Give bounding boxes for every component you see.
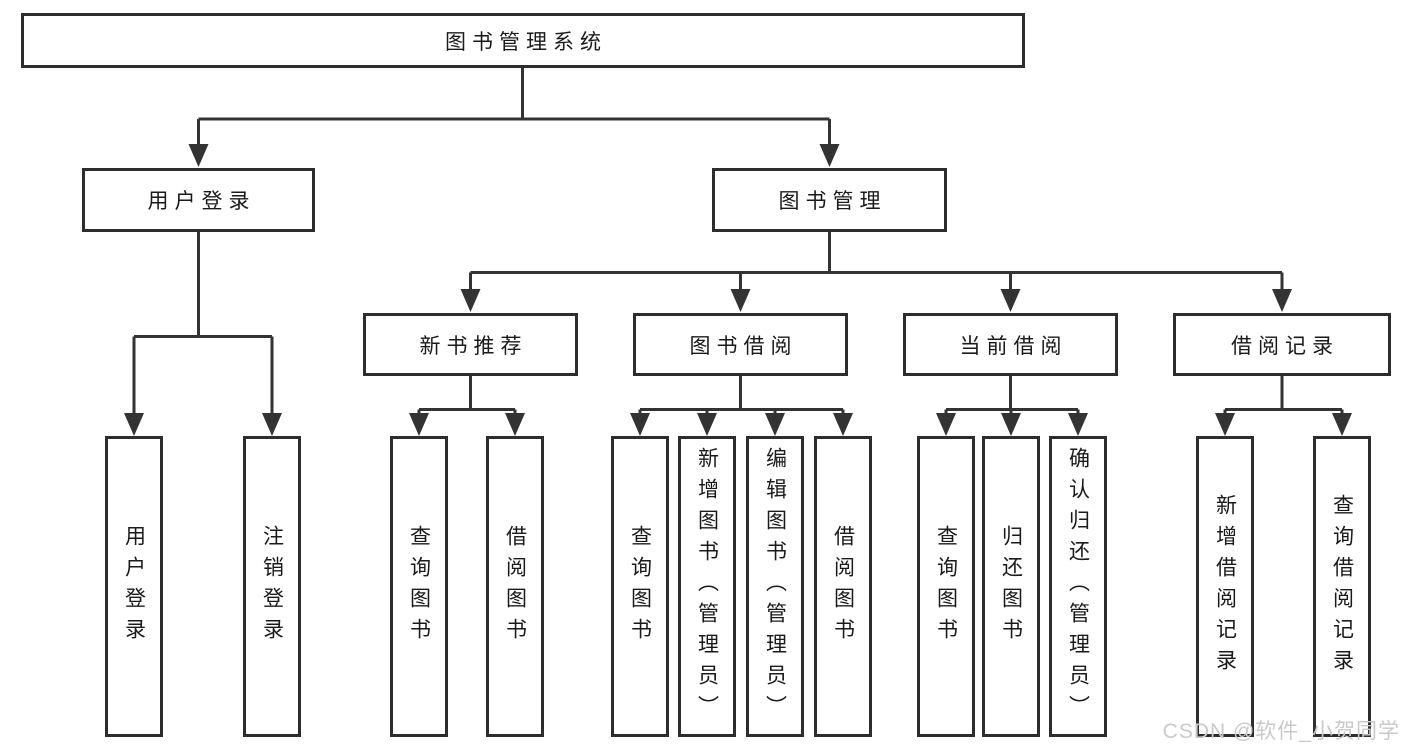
node-borrowing-records: 借阅记录: [1173, 313, 1391, 376]
node-user-login: 用户登录: [82, 168, 315, 232]
connector-new-book-children: [409, 376, 525, 436]
node-query-books-3: 查询图书: [917, 436, 975, 737]
node-book-management: 图书管理: [712, 168, 947, 232]
connector-book-management-to-level3: [460, 232, 1292, 312]
connector-root-to-level2: [188, 68, 840, 167]
connector-user-login-children: [124, 232, 282, 436]
connector-borrowing-records-children: [1215, 376, 1352, 436]
csdn-watermark: CSDN @软件_小贺同学: [1162, 720, 1400, 743]
node-add-borrow-record: 新增借阅记录: [1196, 436, 1254, 737]
node-new-book-recommend: 新书推荐: [363, 313, 578, 376]
node-query-borrow-record: 查询借阅记录: [1313, 436, 1371, 737]
node-book-borrowing: 图书借阅: [633, 313, 848, 376]
node-borrow-books-2: 借阅图书: [814, 436, 872, 737]
node-edit-book-admin: 编辑图书（管理员）: [746, 436, 804, 737]
node-return-book: 归还图书: [982, 436, 1040, 737]
connector-book-borrowing-children: [630, 376, 853, 436]
node-query-books-1: 查询图书: [390, 436, 448, 737]
node-borrow-books-1: 借阅图书: [486, 436, 544, 737]
node-add-book-admin: 新增图书（管理员）: [678, 436, 736, 737]
node-confirm-return-admin: 确认归还（管理员）: [1049, 436, 1107, 737]
connector-current-borrowing-children: [936, 376, 1088, 436]
node-user-login-leaf: 用户登录: [105, 436, 163, 737]
node-library-management-system: 图书管理系统: [21, 13, 1025, 68]
node-logout-leaf: 注销登录: [243, 436, 301, 737]
node-current-borrowing: 当前借阅: [903, 313, 1118, 376]
node-query-books-2: 查询图书: [611, 436, 669, 737]
